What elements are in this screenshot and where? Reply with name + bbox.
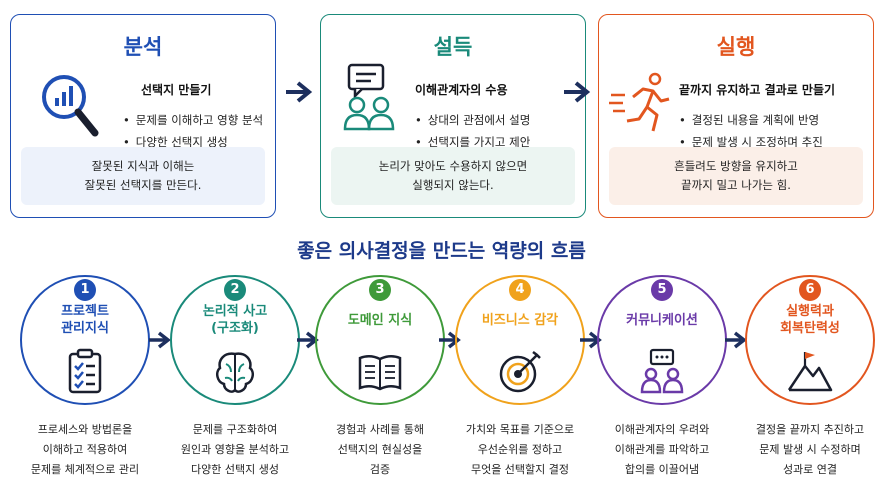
arrow-icon bbox=[564, 81, 591, 103]
step-title: 프로젝트 관리지식 bbox=[61, 304, 109, 336]
arrow-icon bbox=[149, 331, 171, 349]
card-title: 설득 bbox=[433, 35, 473, 59]
card-subtitle: 선택지 만들기 bbox=[141, 83, 212, 97]
people-chat-icon bbox=[640, 348, 684, 394]
step-number-badge: 3 bbox=[369, 279, 391, 301]
bullet: 결정된 내용을 계획에 반영 bbox=[679, 109, 823, 131]
step-number-badge: 6 bbox=[799, 279, 821, 301]
bullet: 상대의 관점에서 설명 bbox=[415, 109, 531, 131]
card-analysis: 분석 선택지 만들기 문제를 이해하고 영향 분석 다양한 선택지 생성 잘못된… bbox=[10, 14, 276, 218]
target-icon bbox=[499, 351, 541, 393]
step-description: 이해관계자의 우려와 이해관계를 파악하고 합의를 이끌어냄 bbox=[614, 423, 710, 476]
bullet: 문제 발생 시 조정하며 추진 bbox=[679, 131, 823, 153]
card-note: 논리가 맞아도 수용하지 않으면 실행되지 않는다. bbox=[331, 147, 575, 205]
card-title: 분석 bbox=[123, 35, 163, 59]
step-title: 실행력과 회복탄력성 bbox=[780, 304, 840, 336]
card-execution: 실행 끝까지 유지하고 결과로 만들기 결정된 내용을 계획에 반영 문제 발생… bbox=[598, 14, 874, 218]
card-bullets: 문제를 이해하고 영향 분석 다양한 선택지 생성 bbox=[123, 109, 263, 153]
card-title: 실행 bbox=[716, 35, 756, 59]
step-number-badge: 1 bbox=[74, 279, 96, 301]
card-subtitle: 끝까지 유지하고 결과로 만들기 bbox=[679, 83, 836, 97]
card-subtitle: 이해관계자의 수용 bbox=[415, 83, 508, 97]
step-description: 결정을 끝까지 추진하고 문제 발생 시 수정하며 성과로 연결 bbox=[755, 423, 865, 476]
arrow-icon bbox=[725, 331, 747, 349]
card-persuasion: 설득 이해관계자의 수용 상대의 관점에서 설명 선택지를 가지고 제안 논리가… bbox=[320, 14, 586, 218]
mountain-flag-icon bbox=[787, 352, 833, 392]
step-title: 도메인 지식 bbox=[347, 313, 413, 328]
step-title: 비즈니스 감각 bbox=[481, 313, 559, 328]
step-number-badge: 4 bbox=[509, 279, 531, 301]
people-chat-icon bbox=[343, 63, 395, 131]
bullet: 선택지를 가지고 제안 bbox=[415, 131, 531, 153]
step-circle bbox=[745, 275, 875, 405]
card-note: 잘못된 지식과 이해는 잘못된 선택지를 만든다. bbox=[21, 147, 265, 205]
book-icon bbox=[358, 355, 402, 391]
step-description: 경험과 사례를 통해 선택지의 현실성을 검증 bbox=[336, 423, 424, 476]
card-bullets: 결정된 내용을 계획에 반영 문제 발생 시 조정하며 추진 bbox=[679, 109, 823, 153]
bullet: 문제를 이해하고 영향 분석 bbox=[123, 109, 263, 131]
card-note: 흔들려도 방향을 유지하고 끝까지 밀고 나가는 힘. bbox=[609, 147, 863, 205]
step-description: 가치와 목표를 기준으로 우선순위를 정하고 무엇을 선택할지 결정 bbox=[465, 423, 575, 476]
card-bullets: 상대의 관점에서 설명 선택지를 가지고 제안 bbox=[415, 109, 531, 153]
bullet: 다양한 선택지 생성 bbox=[123, 131, 263, 153]
section-heading: 좋은 의사결정을 만드는 역량의 흐름 bbox=[297, 240, 586, 262]
runner-icon bbox=[609, 72, 670, 132]
step-title: 커뮤니케이션 bbox=[626, 313, 698, 328]
step-title: 논리적 사고 (구조화) bbox=[202, 304, 268, 336]
checklist-icon bbox=[68, 348, 102, 394]
step-description: 프로세스와 방법론을 이해하고 적용하여 문제를 체계적으로 관리 bbox=[30, 423, 140, 476]
arrow-icon bbox=[286, 81, 313, 103]
step-description: 문제를 구조화하여 원인과 영향을 분석하고 다양한 선택지 생성 bbox=[180, 423, 290, 476]
magnifier-chart-icon bbox=[42, 75, 99, 137]
step-number-badge: 5 bbox=[651, 279, 673, 301]
step-number-badge: 2 bbox=[224, 279, 246, 301]
brain-icon bbox=[215, 352, 255, 393]
